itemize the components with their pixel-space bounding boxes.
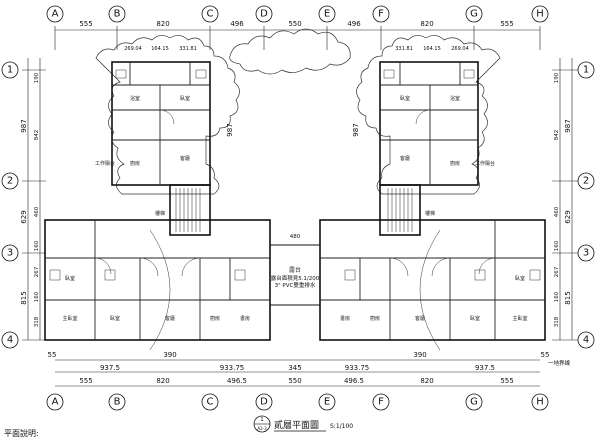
door-swings — [94, 109, 496, 351]
right-dimension-lines — [552, 58, 578, 341]
right-stair — [387, 188, 413, 232]
left-wing-walls — [44, 61, 271, 341]
central-balcony — [269, 244, 321, 306]
top-dimension-line — [54, 26, 541, 50]
interior-partitions — [45, 62, 545, 340]
fixtures — [49, 69, 541, 281]
revision-cloud — [95, 35, 240, 195]
revision-cloud-top — [229, 28, 351, 75]
revision-cloud-right — [356, 35, 501, 195]
left-stair — [175, 188, 201, 232]
left-dimension-lines — [22, 58, 46, 341]
bottom-dimension-lines — [55, 359, 540, 387]
right-wing-walls — [319, 61, 546, 341]
